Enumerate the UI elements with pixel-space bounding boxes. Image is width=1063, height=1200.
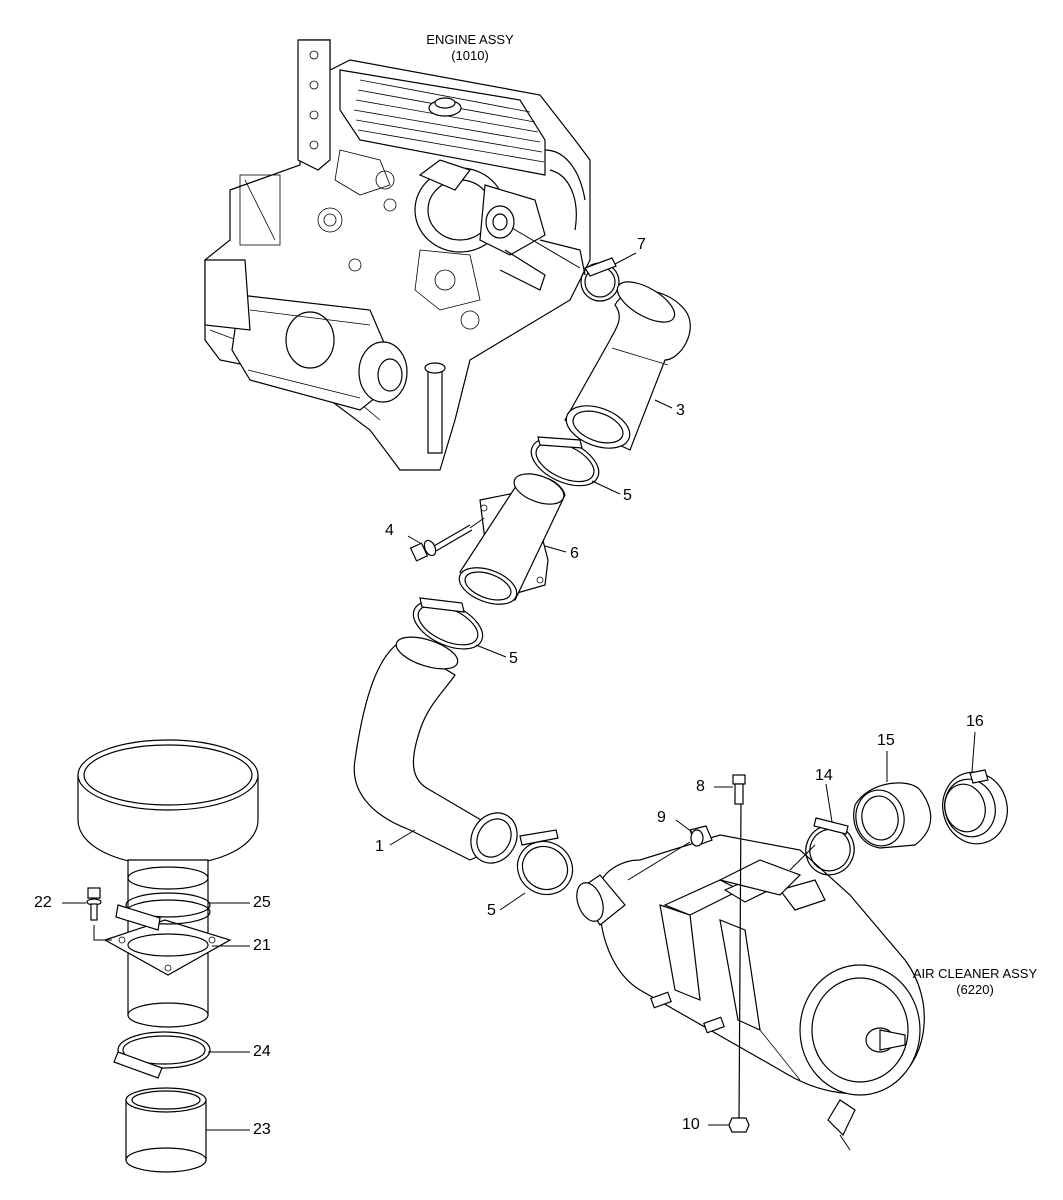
clamp-5c-drawing (516, 829, 574, 896)
callout-14: 14 (815, 767, 833, 784)
callout-16: 16 (966, 713, 984, 730)
callout-21: 21 (253, 937, 271, 954)
grommet-9-drawing (627, 825, 713, 881)
bolt-22-drawing (86, 887, 112, 941)
clamp-7-drawing (580, 257, 620, 302)
bolt-8-drawing (732, 774, 746, 1123)
air-cleaner-assy-code: (6220) (956, 982, 994, 997)
engine-assy-label: ENGINE ASSY (426, 32, 514, 47)
air-cleaner-drawing (576, 834, 925, 1151)
callout-5c: 5 (487, 902, 496, 919)
callout-5b: 5 (509, 650, 518, 667)
sleeve-23-drawing (125, 1087, 207, 1173)
callout-24: 24 (253, 1043, 271, 1060)
callout-8: 8 (696, 778, 705, 795)
callout-7: 7 (637, 236, 646, 253)
callout-9: 9 (657, 809, 666, 826)
clamp-25-drawing (115, 892, 211, 931)
air-cleaner-assy-label: AIR CLEANER ASSY (912, 966, 1038, 981)
callout-1: 1 (375, 838, 384, 855)
hose-3-drawing (564, 281, 691, 451)
engine-assy-title: ENGINE ASSY (1010) (400, 32, 540, 64)
bolt-4-drawing (409, 517, 485, 562)
cap-16-drawing (942, 769, 1008, 845)
callout-3: 3 (676, 402, 685, 419)
adapter-6-drawing (458, 473, 566, 605)
engine-assy-code: (1010) (451, 48, 489, 63)
callout-25: 25 (253, 894, 271, 911)
hose-1-drawing (353, 636, 518, 864)
pipe-21-drawing (103, 859, 232, 1028)
callout-23: 23 (253, 1121, 271, 1138)
elbow-15-drawing (853, 782, 932, 849)
callout-15: 15 (877, 732, 895, 749)
nut-10-drawing (728, 1117, 750, 1133)
engine-assembly-drawing (204, 39, 591, 471)
clamp-24-drawing (113, 1031, 211, 1079)
callout-10: 10 (682, 1116, 700, 1133)
callout-22: 22 (34, 894, 52, 911)
air-cleaner-assy-title: AIR CLEANER ASSY (6220) (890, 966, 1060, 998)
clamp-5b-drawing (412, 597, 484, 650)
pre-cleaner-cap-drawing (77, 739, 259, 866)
leader-lines (62, 252, 976, 1131)
clamp-5a-drawing (530, 436, 600, 487)
clamp-14-drawing (805, 817, 855, 876)
callout-5a: 5 (623, 487, 632, 504)
callout-4: 4 (385, 522, 394, 539)
callout-6: 6 (570, 545, 579, 562)
